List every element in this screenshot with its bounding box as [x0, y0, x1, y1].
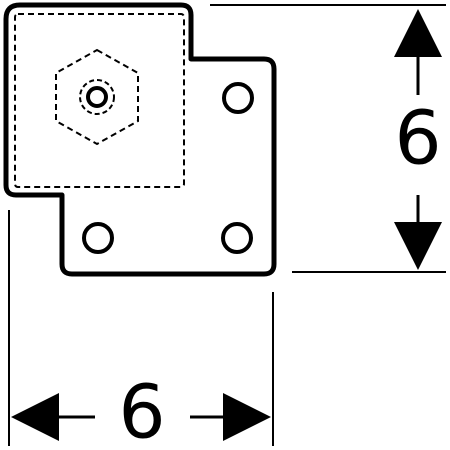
hex-nut-icon: [55, 48, 139, 146]
arrow-head-icon: [394, 222, 442, 270]
mounting-hole-bottom-right: [221, 222, 253, 254]
arrow-head-icon: [394, 9, 442, 57]
mounting-hole-top-right: [222, 82, 254, 114]
height-dimension: 6: [210, 4, 446, 273]
dashed-inner-square: [14, 13, 185, 188]
arrow-head-icon: [223, 393, 271, 441]
arrow-head-icon: [11, 393, 59, 441]
width-label: 6: [118, 370, 165, 450]
plate-outline: [3, 2, 277, 277]
height-label: 6: [394, 96, 441, 182]
width-dimension: 6: [8, 210, 274, 450]
mounting-hole-bottom-left: [82, 222, 114, 254]
